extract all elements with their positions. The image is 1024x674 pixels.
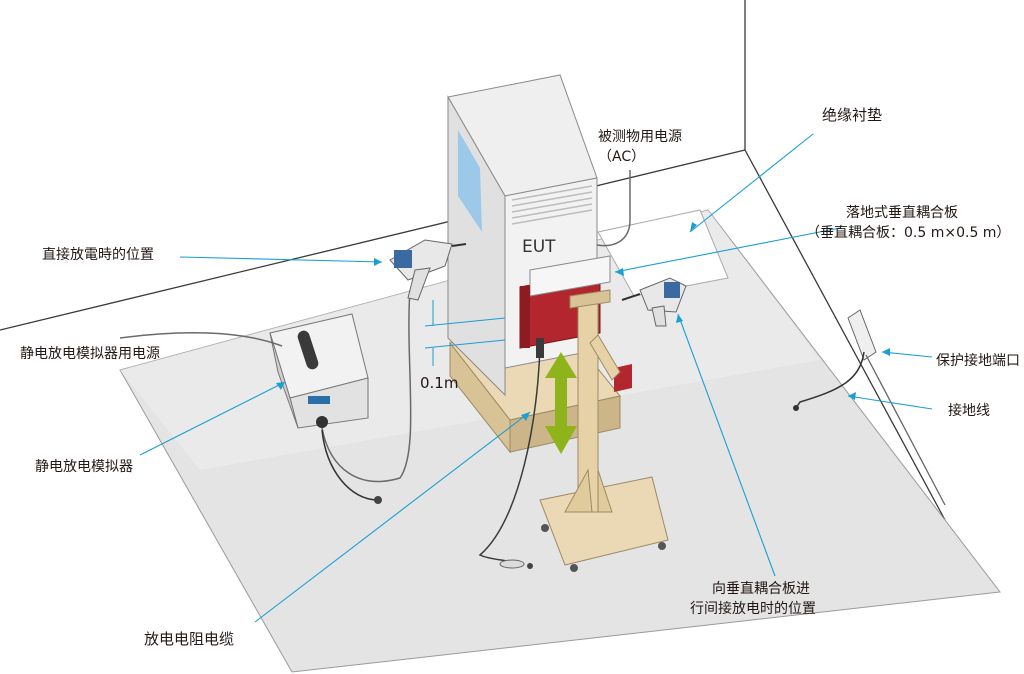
eut-power-cable [596, 170, 631, 247]
discharge-resistor-cable [478, 344, 541, 565]
simulator-handle [297, 330, 319, 370]
stand-brace-left [564, 468, 593, 513]
simulator-ground-cable [321, 429, 379, 501]
vcp-size-label: （垂直耦合板：0.5 m×0.5 m） [806, 225, 1011, 241]
vcp-label: 落地式垂直耦合板 [846, 205, 958, 221]
resistor-ground-clip [527, 563, 533, 569]
indirect-discharge-label-line2: 行间接放电时的位置 [690, 601, 816, 617]
callout-lines [139, 133, 933, 623]
stand-crossbar [569, 289, 611, 309]
ground-wire-end [793, 405, 799, 411]
callout-arrowheads [276, 222, 890, 421]
eut-label: EUT [522, 237, 556, 257]
discharge-cable-label: 放电电阻电缆 [144, 630, 235, 648]
indirect-discharge-label-line1: 向垂直耦合板进 [712, 581, 810, 597]
caster [570, 564, 578, 572]
esd-gun-indirect [621, 277, 687, 327]
eut-power-ac-label: （AC） [598, 149, 646, 165]
eut-power-label: 被测物用电源 [598, 129, 682, 145]
simulator-power-cable [119, 332, 283, 347]
wall-floor-edge [0, 149, 746, 331]
simulator-side [269, 332, 299, 429]
stand-brace-right [597, 469, 613, 513]
ground-clip [374, 496, 382, 504]
simulator-label: 静电放电模拟器 [35, 459, 133, 475]
esd-gun-direct [389, 239, 467, 301]
distance-dimension [424, 300, 506, 366]
ground-wire [795, 351, 865, 409]
stand-arm [589, 334, 621, 381]
eut-vent-grille [511, 185, 593, 225]
ground-wire-label: 接地线 [948, 403, 990, 419]
resistor [499, 559, 525, 569]
ground-terminal-label: 保护接地端口 [936, 353, 1020, 369]
caster [658, 542, 666, 550]
ground-terminal-strip [847, 309, 877, 361]
simulator-power-label: 静电放电模拟器用电源 [20, 346, 160, 362]
ground-rod [865, 354, 946, 506]
gun-cable [321, 289, 412, 483]
caster [541, 524, 549, 532]
resistor-cable-clamp [536, 338, 544, 358]
simulator-display [308, 396, 330, 404]
distance-label: 0.1m [420, 374, 459, 392]
height-arrow [545, 352, 577, 454]
eut-side-window [458, 130, 482, 232]
vcp-edge [520, 286, 530, 348]
insulation-pad-label: 绝缘衬垫 [822, 106, 883, 124]
simulator-connector [316, 416, 328, 428]
direct-discharge-label: 直接放電時的位置 [42, 247, 154, 263]
right-floor-edge [744, 149, 946, 521]
